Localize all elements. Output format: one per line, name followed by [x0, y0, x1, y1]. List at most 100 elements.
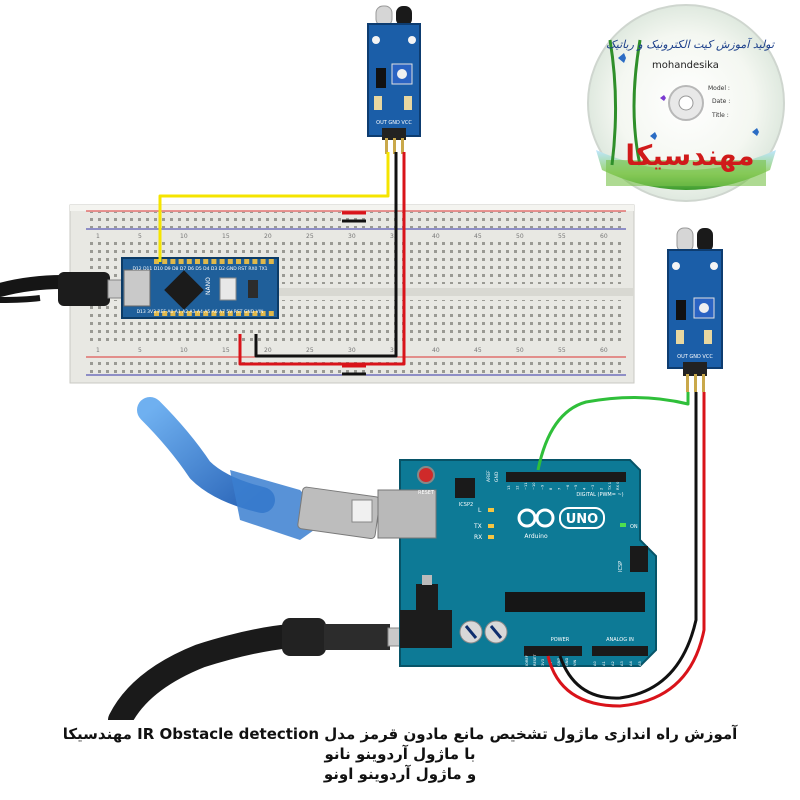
uno-digital-pin-label: 8	[549, 487, 553, 490]
uno-analog-pin-label: A4	[629, 661, 633, 666]
breadboard-number: 55	[558, 347, 566, 354]
nano-bottom-pins-label: D13 3V3 REF A0 A1 A2 A3 A4 A5 A6 A7 5V R…	[137, 309, 264, 315]
breadboard-number: 1	[96, 233, 100, 240]
nano-pin	[236, 311, 241, 316]
breadboard-number: 5	[138, 347, 142, 354]
rail-jumpers	[342, 211, 366, 376]
breadboard-number: 40	[432, 347, 440, 354]
nano-pin	[195, 311, 200, 316]
mohandesika-cd: تولید آموزش کیت الکترونیک و رباتیک mohan…	[587, 4, 785, 202]
butterfly-icon	[618, 53, 759, 140]
uno-wiring	[536, 392, 706, 708]
cd-model-label: Model :	[708, 85, 730, 92]
uno-analog-pin-label: A2	[611, 661, 615, 666]
breadboard-number: 5	[138, 233, 142, 240]
uno-digital-pin-label: 7	[557, 488, 561, 490]
uno-gnd-label: GND	[494, 471, 500, 482]
nano-pin	[268, 311, 274, 316]
uno-aref-label: AREF	[486, 470, 492, 482]
nano-pin	[211, 311, 217, 316]
uno-brand: UNO	[566, 512, 599, 527]
arduino-infinity-logo	[517, 508, 555, 528]
nano-pin	[227, 259, 233, 264]
nano-pin	[178, 259, 184, 264]
uno-power-pin-label: VIN	[573, 659, 577, 666]
cd-date-label: Date :	[712, 98, 730, 105]
nano-pin	[186, 259, 192, 264]
nano-pin	[260, 259, 266, 264]
breadboard-number: 30	[348, 233, 356, 240]
uno-digital-pin-label: 13	[507, 485, 511, 490]
nano-usb-cable	[0, 272, 125, 306]
breadboard-number: 60	[600, 233, 608, 240]
uno-icsp2-label: ICSP2	[459, 502, 473, 508]
uno-power-pin-label: 3V3	[541, 659, 545, 666]
ir-right-pin-label: OUT GND VCC	[677, 354, 713, 360]
breadboard-number: 15	[222, 347, 230, 354]
breadboard-number: 40	[432, 233, 440, 240]
nano-pin	[162, 259, 168, 264]
arduino-nano: D12 D11 D10 D9 D8 D7 D6 D5 D4 D3 D2 GND …	[121, 257, 279, 319]
breadboard-number: 45	[474, 233, 482, 240]
breadboard-number: 30	[348, 347, 356, 354]
nano-wiring	[158, 152, 406, 366]
nano-pin	[154, 259, 159, 264]
uno-digital-label: DIGITAL (PWM= ~)	[576, 492, 623, 498]
uno-tx-label: TX	[473, 523, 482, 530]
nano-pin	[203, 259, 209, 264]
uno-power-pin-label: GND	[557, 658, 561, 666]
uno-analog-label: ANALOG IN	[606, 637, 634, 643]
nano-pin	[252, 259, 258, 264]
uno-sub-brand: Arduino	[524, 533, 548, 540]
caption-line-3: و ماژول آردوینو اونو	[323, 765, 477, 783]
nano-pin	[203, 311, 209, 316]
uno-digital-pin-label: ~11	[524, 482, 528, 490]
breadboard-number: 35	[390, 347, 398, 354]
cd-brand: mohandesika	[652, 60, 719, 71]
breadboard-number: 45	[474, 347, 482, 354]
breadboard-number: 50	[516, 233, 524, 240]
uno-icsp-label: ICSP	[618, 561, 624, 572]
red-vcc-wire	[238, 152, 406, 366]
cd-title-label: Title :	[711, 112, 729, 119]
uno-l-led-label: L	[478, 507, 482, 514]
uno-digital-pin-label: TX 1	[608, 482, 612, 491]
breadboard-number: 50	[516, 347, 524, 354]
breadboard-number: 10	[180, 347, 188, 354]
cd-arc-text: تولید آموزش کیت الکترونیک و رباتیک	[606, 37, 776, 51]
uno-digital-pin-label: ~3	[591, 485, 595, 490]
nano-pin	[244, 259, 250, 264]
black-gnd-wire-uno	[558, 392, 698, 700]
uno-digital-pin-label: ~9	[541, 484, 545, 490]
uno-on-label: ON	[630, 524, 638, 530]
black-gnd-wire	[254, 152, 398, 358]
uno-digital-pin-label: ~10	[532, 482, 536, 490]
nano-pin	[162, 311, 168, 316]
nano-pin	[219, 259, 225, 264]
nano-pin	[244, 311, 250, 316]
breadboard-number: 10	[180, 233, 188, 240]
nano-label: NANO	[205, 277, 212, 295]
uno-analog-pin-label: A5	[638, 661, 642, 666]
uno-analog-pin-label: A3	[620, 661, 624, 666]
nano-pin	[186, 311, 192, 316]
caption-line-1: آموزش راه اندازی ماژول تشخیص مانع مادون …	[62, 725, 738, 743]
nano-pin	[170, 311, 176, 316]
nano-pin	[219, 311, 225, 316]
nano-pin	[178, 311, 184, 316]
yellow-signal-wire	[158, 152, 390, 262]
breadboard-number: 1	[96, 347, 100, 354]
caption-line-2: با ماژول آردوینو نانو	[324, 745, 476, 763]
nano-pin	[268, 259, 274, 264]
uno-digital-pin-label: ~6	[566, 484, 570, 490]
breadboard-number: 20	[264, 233, 272, 240]
uno-digital-pin-label: ~5	[574, 485, 578, 490]
ir-sensor-top: OUT GND VCC	[367, 5, 421, 154]
nano-pin	[260, 311, 266, 316]
nano-pin	[236, 259, 241, 264]
uno-power-pin-label: IOREF	[525, 655, 529, 666]
cd-logo-text: مهندسیکا	[625, 139, 754, 172]
breadboard-number: 15	[222, 233, 230, 240]
